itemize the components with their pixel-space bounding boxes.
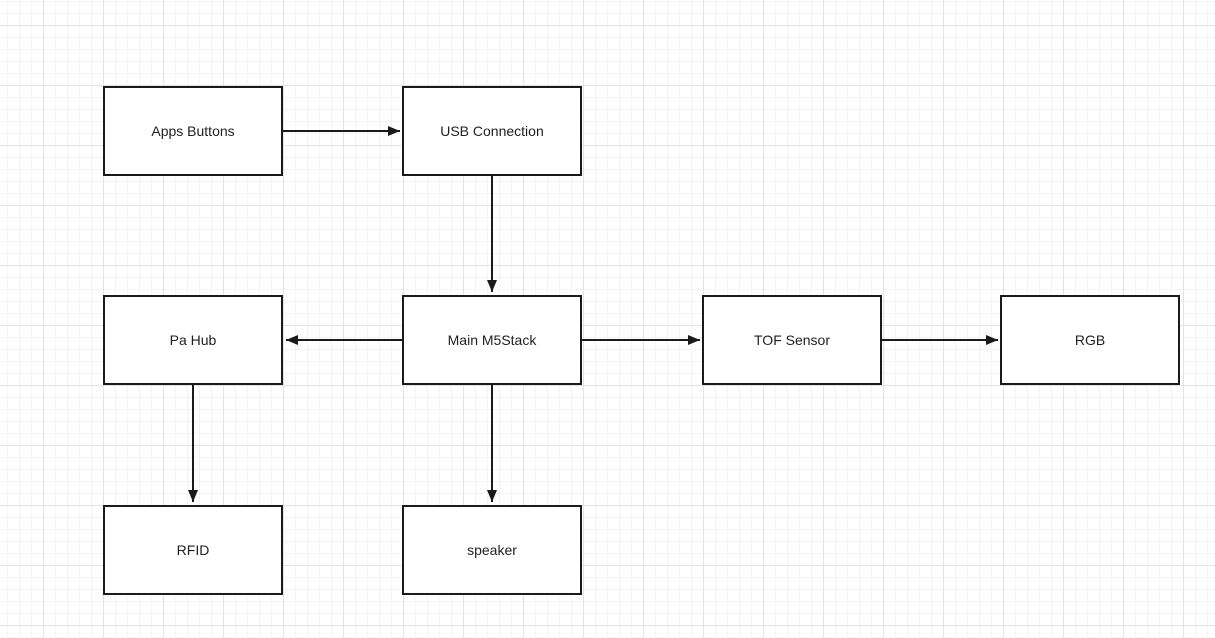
node-pa-hub-label: Pa Hub bbox=[169, 331, 217, 348]
node-usb-connection[interactable]: USB Connection bbox=[402, 86, 582, 176]
node-apps-buttons[interactable]: Apps Buttons bbox=[103, 86, 283, 176]
node-pa-hub[interactable]: Pa Hub bbox=[103, 295, 283, 385]
node-main-m5stack[interactable]: Main M5Stack bbox=[402, 295, 582, 385]
node-speaker[interactable]: speaker bbox=[402, 505, 582, 595]
node-speaker-label: speaker bbox=[467, 541, 517, 558]
node-apps-buttons-label: Apps Buttons bbox=[151, 122, 235, 139]
node-rfid-label: RFID bbox=[176, 541, 210, 558]
node-main-m5stack-label: Main M5Stack bbox=[447, 331, 537, 348]
node-rfid[interactable]: RFID bbox=[103, 505, 283, 595]
node-usb-connection-label: USB Connection bbox=[440, 122, 544, 139]
node-tof-sensor-label: TOF Sensor bbox=[754, 331, 830, 348]
node-rgb-label: RGB bbox=[1074, 331, 1106, 348]
node-tof-sensor[interactable]: TOF Sensor bbox=[702, 295, 882, 385]
node-rgb[interactable]: RGB bbox=[1000, 295, 1180, 385]
